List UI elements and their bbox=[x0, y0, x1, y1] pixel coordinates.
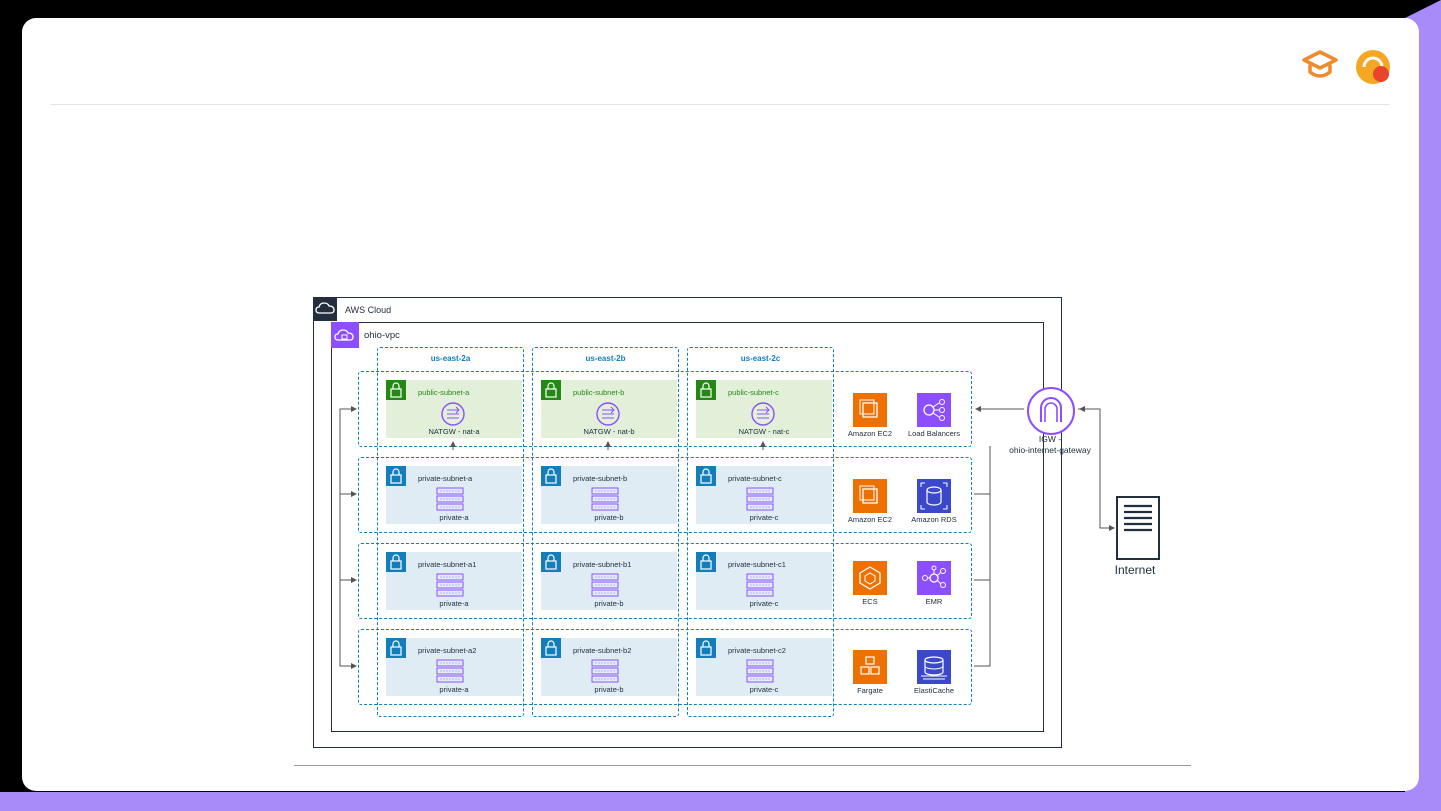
subnet-label: private-subnet-b bbox=[573, 474, 628, 483]
subnet-caption: private-c bbox=[749, 599, 779, 608]
lock-icon bbox=[386, 638, 406, 658]
route-table-icon bbox=[591, 573, 619, 602]
route-table-icon bbox=[746, 487, 774, 516]
subnet-box-public-b: public-subnet-b NATGW - nat-b bbox=[541, 380, 677, 438]
ec2-icon bbox=[853, 393, 887, 427]
az-label-b: us-east-2b bbox=[585, 354, 626, 363]
subnet-label: private-subnet-b1 bbox=[573, 560, 632, 569]
subnet-label: private-subnet-c bbox=[728, 474, 782, 483]
service-label: Load Balancers bbox=[907, 429, 961, 438]
subnet-caption: private-a bbox=[439, 513, 469, 522]
nat-gateway-icon bbox=[591, 401, 625, 432]
service-label: Fargate bbox=[857, 686, 883, 695]
header-divider bbox=[50, 104, 1390, 105]
lock-icon bbox=[541, 552, 561, 572]
subnet-caption: private-b bbox=[594, 599, 624, 608]
lock-icon bbox=[696, 466, 716, 486]
vpc-label: ohio-vpc bbox=[364, 330, 400, 341]
cloud-icon bbox=[313, 297, 337, 321]
lock-icon bbox=[386, 380, 406, 400]
route-table-icon bbox=[746, 573, 774, 602]
subnet-label: public-subnet-c bbox=[728, 388, 779, 397]
service-label: ECS bbox=[862, 597, 878, 606]
subnet-box-private-b: private-subnet-b private-b bbox=[541, 466, 677, 524]
az-label-c: us-east-2c bbox=[740, 354, 781, 363]
service-label: Amazon EC2 bbox=[847, 515, 893, 524]
route-table-icon bbox=[436, 659, 464, 688]
subnet-box-private-b1: private-subnet-b1 private-b bbox=[541, 552, 677, 610]
subnet-label: private-subnet-a1 bbox=[418, 560, 477, 569]
subnet-box-private-c2: private-subnet-c2 private-c bbox=[696, 638, 832, 696]
internet-label: Internet bbox=[1114, 563, 1156, 577]
igw-label: IGW - ohio-internet-gateway bbox=[980, 434, 1120, 456]
route-table-icon bbox=[591, 487, 619, 516]
lock-icon bbox=[386, 552, 406, 572]
subnet-caption: private-b bbox=[594, 685, 624, 694]
vpc-icon bbox=[331, 322, 359, 348]
subnet-caption: NATGW - nat-a bbox=[428, 427, 480, 436]
emr-icon bbox=[917, 561, 951, 595]
igw-label-line-2: ohio-internet-gateway bbox=[1009, 445, 1091, 455]
route-table-icon bbox=[746, 659, 774, 688]
service-label: Amazon RDS bbox=[911, 515, 957, 524]
graduation-cap-logo-icon bbox=[1300, 48, 1340, 89]
load-balancer-icon bbox=[917, 393, 951, 427]
subnet-box-private-b2: private-subnet-b2 private-b bbox=[541, 638, 677, 696]
service-label: Amazon EC2 bbox=[847, 429, 893, 438]
footer-divider bbox=[294, 765, 1191, 766]
elasticache-icon bbox=[917, 650, 951, 684]
subnet-label: private-subnet-a2 bbox=[418, 646, 477, 655]
subnet-box-private-a: private-subnet-a private-a bbox=[386, 466, 522, 524]
subnet-box-private-a2: private-subnet-a2 private-a bbox=[386, 638, 522, 696]
subnet-caption: private-c bbox=[749, 513, 779, 522]
subnet-box-private-a1: private-subnet-a1 private-a bbox=[386, 552, 522, 610]
subnet-label: private-subnet-c1 bbox=[728, 560, 786, 569]
rds-icon bbox=[917, 479, 951, 513]
subnet-caption: NATGW - nat-c bbox=[738, 427, 790, 436]
subnet-caption: private-b bbox=[594, 513, 624, 522]
route-table-icon bbox=[436, 487, 464, 516]
vpc-group bbox=[331, 322, 1044, 732]
subnet-caption: private-a bbox=[439, 685, 469, 694]
igw-label-line-1: IGW - bbox=[1038, 434, 1062, 444]
subnet-caption: private-c bbox=[749, 685, 779, 694]
internet-gateway-icon bbox=[1026, 386, 1076, 441]
ec2-icon bbox=[853, 479, 887, 513]
lock-icon bbox=[541, 466, 561, 486]
route-table-icon bbox=[436, 573, 464, 602]
subnet-row-private-1 bbox=[358, 543, 972, 619]
lock-icon bbox=[696, 638, 716, 658]
subnet-box-private-c: private-subnet-c private-c bbox=[696, 466, 832, 524]
subnet-caption: NATGW - nat-b bbox=[583, 427, 635, 436]
subnet-box-private-c1: private-subnet-c1 private-c bbox=[696, 552, 832, 610]
az-label-a: us-east-2a bbox=[430, 354, 471, 363]
subnet-label: private-subnet-b2 bbox=[573, 646, 632, 655]
lock-icon bbox=[541, 638, 561, 658]
lock-icon bbox=[696, 380, 716, 400]
subnet-label: private-subnet-a bbox=[418, 474, 473, 483]
subnet-caption: private-a bbox=[439, 599, 469, 608]
server-icon bbox=[1116, 496, 1160, 565]
orange-circle-logo-icon bbox=[1354, 48, 1392, 91]
lock-icon bbox=[541, 380, 561, 400]
ecs-icon bbox=[853, 561, 887, 595]
lock-icon bbox=[696, 552, 716, 572]
nat-gateway-icon bbox=[436, 401, 470, 432]
subnet-row-private-2 bbox=[358, 629, 972, 705]
lock-icon bbox=[386, 466, 406, 486]
nat-gateway-icon bbox=[746, 401, 780, 432]
subnet-label: private-subnet-c2 bbox=[728, 646, 786, 655]
fargate-icon bbox=[853, 650, 887, 684]
subnet-box-public-c: public-subnet-c NATGW - nat-c bbox=[696, 380, 832, 438]
service-label: ElastiCache bbox=[913, 686, 955, 695]
route-table-icon bbox=[591, 659, 619, 688]
service-label: EMR bbox=[925, 597, 943, 606]
subnet-row-private bbox=[358, 457, 972, 533]
aws-cloud-label: AWS Cloud bbox=[345, 305, 392, 315]
subnet-box-public-a: public-subnet-a NATGW - nat-a bbox=[386, 380, 522, 438]
subnet-label: public-subnet-a bbox=[418, 388, 470, 397]
subnet-label: public-subnet-b bbox=[573, 388, 625, 397]
subnet-row-public bbox=[358, 371, 972, 447]
